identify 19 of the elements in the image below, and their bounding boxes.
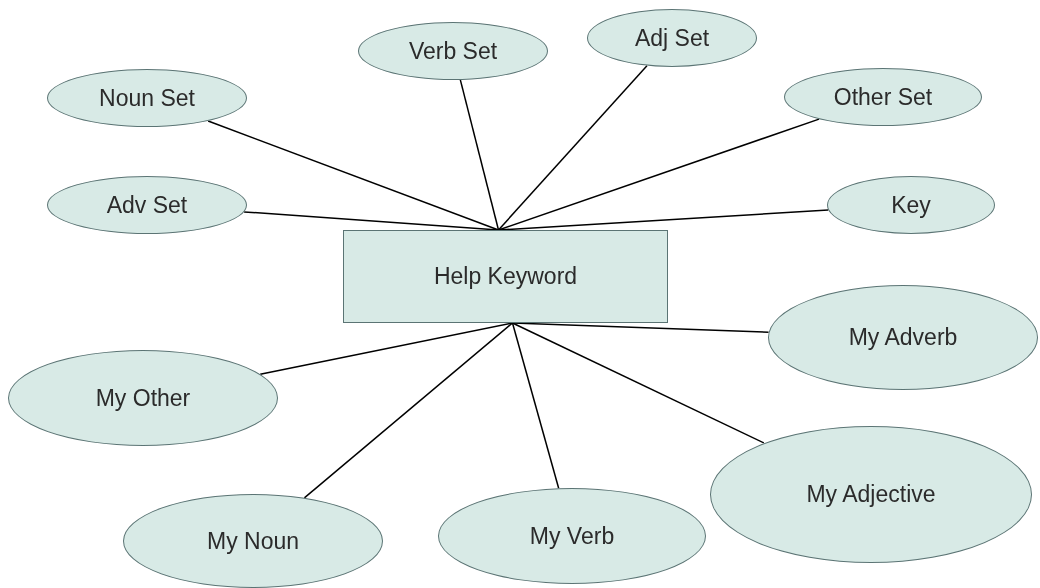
node-label: My Verb — [529, 522, 615, 550]
connector-line — [511, 322, 765, 444]
node-label: Key — [891, 191, 931, 219]
node-label: My Adverb — [848, 323, 958, 351]
node-label: My Adjective — [806, 480, 936, 508]
node-label: Verb Set — [408, 37, 498, 65]
connector-line — [303, 322, 514, 499]
keyword-box — [343, 230, 668, 323]
node-label: Adv Set — [106, 191, 188, 219]
connector-line — [511, 322, 560, 489]
connector-line — [207, 120, 500, 231]
node-label: Other Set — [833, 83, 933, 111]
node-label: Noun Set — [99, 84, 195, 112]
node-label: Adj Set — [634, 24, 710, 52]
node-label: My Other — [95, 384, 191, 412]
connector-line — [497, 118, 820, 231]
node-label: My Noun — [206, 527, 299, 555]
node-label: Help Keyword — [433, 263, 578, 290]
connector-line — [459, 79, 500, 231]
